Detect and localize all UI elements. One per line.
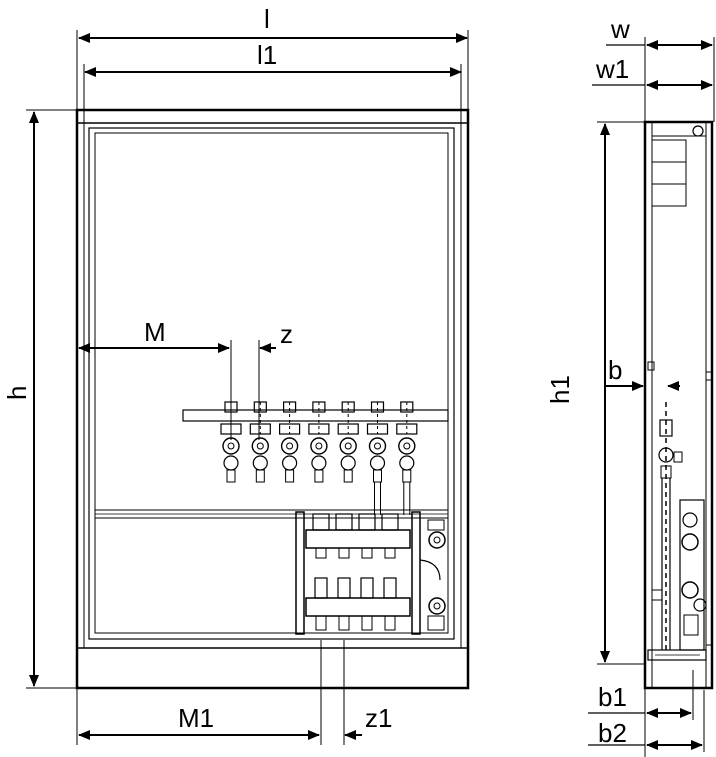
dim-b2-label: b2	[598, 718, 627, 748]
upper-valve	[396, 401, 418, 515]
dim-m-label: M	[144, 317, 166, 347]
manifold-side-valve-bottom	[428, 597, 446, 615]
side-cabinet-body	[643, 120, 714, 690]
dim-l1-label: l1	[257, 40, 277, 70]
side-pipework	[647, 402, 707, 661]
manifold-lower-bar	[305, 597, 411, 617]
cabinet-outer-frame	[75, 108, 470, 690]
dim-l-label: l	[264, 4, 270, 34]
manifold-side-valve-top	[428, 531, 446, 549]
dim-w-label: w	[610, 14, 630, 44]
dim-z1-label: z1	[365, 703, 392, 733]
dim-h-label: h	[2, 386, 32, 400]
dim-h1-label: h1	[545, 375, 575, 404]
dim-m1-label: M1	[178, 703, 214, 733]
dim-b1-label: b1	[598, 682, 627, 712]
dim-b-label: b	[608, 355, 622, 385]
side-lock-icon	[692, 125, 704, 137]
side-door-slats	[651, 139, 687, 207]
manifold-outlet	[335, 513, 353, 631]
upper-valve	[308, 401, 330, 483]
upper-valve-bar	[182, 409, 449, 422]
upper-valve	[249, 401, 271, 483]
upper-valve	[279, 401, 301, 483]
upper-valve	[366, 401, 389, 515]
manifold-outlet-group	[312, 513, 399, 631]
front-view: l l1 h M z M1 z1	[2, 4, 470, 745]
manifold-outlet	[312, 513, 330, 631]
manifold-right-bracket	[411, 511, 421, 635]
manifold-upper-bar	[305, 529, 411, 549]
manifold-left-bracket	[295, 511, 305, 635]
manifold-outlet	[381, 513, 399, 631]
dim-w1-label: w1	[595, 54, 629, 84]
manifold-assembly	[295, 511, 446, 635]
cabinet-inner-frame	[88, 127, 455, 640]
manifold-outlet	[358, 513, 376, 631]
upper-valve-group	[220, 401, 418, 515]
side-view: w w1 h1 b b1 b2	[545, 14, 715, 757]
upper-valve	[337, 401, 359, 483]
dim-z-label: z	[280, 319, 293, 349]
